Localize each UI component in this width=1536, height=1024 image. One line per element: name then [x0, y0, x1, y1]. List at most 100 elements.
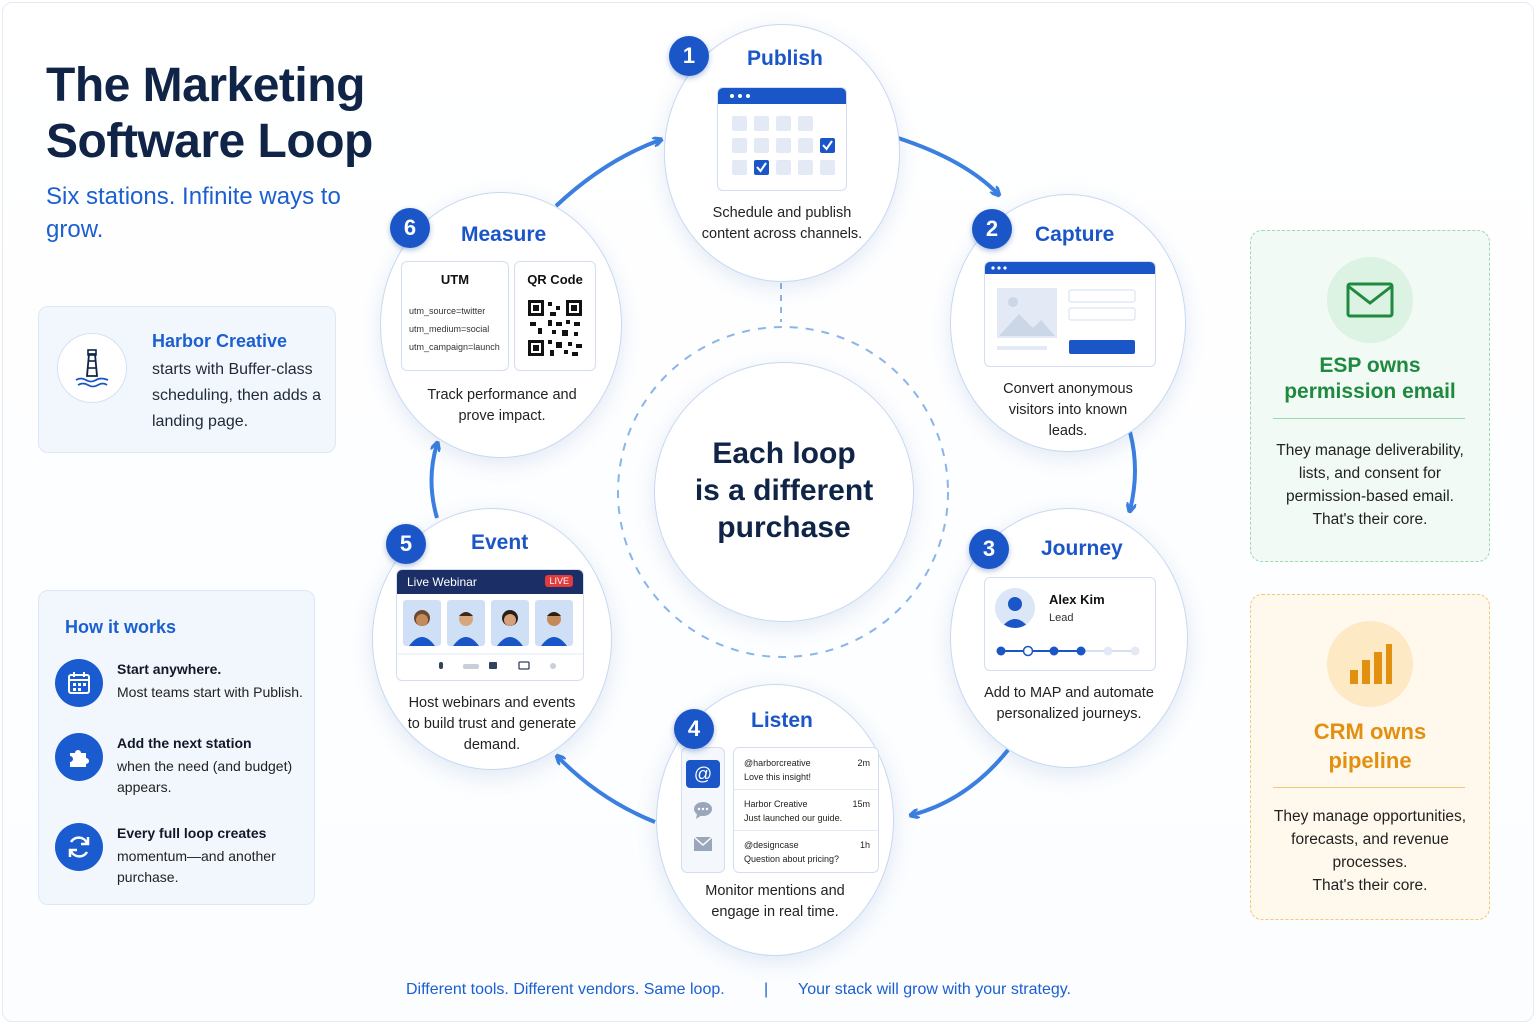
badge-4: 4 [674, 709, 714, 749]
arrow-listen-event [558, 757, 656, 824]
utm-lines: utm_source=twitter utm_medium=social utm… [409, 302, 500, 356]
publish-desc: Schedule and publish content across chan… [701, 205, 863, 242]
crm-title-line-2: pipeline [1328, 748, 1412, 773]
qr-code-icon [528, 300, 582, 356]
center-line-3: purchase [717, 511, 851, 544]
mention-handle: @harborcreative [744, 758, 811, 768]
page-title: The Marketing Software Loop [46, 59, 373, 168]
crm-body-line: They manage opportunities, [1273, 808, 1467, 825]
mention-handle: @designcase [744, 840, 799, 850]
esp-body-line: They manage deliverability, [1276, 442, 1464, 459]
puzzle-icon [55, 733, 103, 781]
bar-chart-icon [1327, 621, 1413, 707]
mail-icon[interactable] [693, 836, 713, 856]
calendar-icon [55, 659, 103, 707]
esp-body-line: That's their core. [1312, 511, 1428, 528]
crm-title: CRM owns pipeline [1251, 717, 1489, 775]
page-subtitle: Six stations. Infinite ways to grow. [46, 183, 341, 243]
arrow-event-measure [429, 444, 438, 519]
listen-desc: Monitor mentions and engage in real time… [705, 883, 845, 920]
utm-title: UTM [440, 272, 470, 287]
webinar-label: Live Webinar [407, 575, 477, 589]
footer-separator: | [764, 981, 769, 998]
crm-card: CRM owns pipeline They manage opportunit… [1250, 594, 1490, 920]
mentions-feed: @harborcreative 2m Love this insight! Har… [733, 747, 879, 873]
crm-body: They manage opportunities, forecasts, an… [1251, 805, 1489, 897]
harbor-name: Harbor Creative [152, 331, 288, 351]
webinar-window: Live Webinar LIVE [396, 569, 584, 681]
measure-title: Measure [461, 223, 547, 246]
qr-card: QR Code [514, 261, 596, 371]
esp-card: ESP owns permission email They manage de… [1250, 230, 1490, 562]
journey-progress [996, 645, 1140, 657]
publish-title: Publish [747, 47, 823, 70]
live-badge: LIVE [545, 575, 573, 587]
step-text: Most teams start with Publish. [117, 684, 303, 700]
badge-6: 6 [390, 208, 430, 248]
channel-sidebar: @ [681, 747, 725, 873]
center-line-2: is a different [694, 474, 874, 507]
step-title: Add the next station [117, 735, 252, 751]
contact-name: Alex Kim [1049, 592, 1105, 607]
center-circle: Each loop is a different purchase [654, 362, 914, 622]
arrow-journey-listen [912, 748, 1010, 815]
footer-right: Your stack will grow with your strategy. [798, 981, 1071, 998]
badge-5: 5 [386, 524, 426, 564]
utm-card: UTM utm_source=twitter utm_medium=social… [401, 261, 509, 371]
utm-medium: utm_medium=social [409, 324, 490, 334]
harbor-description: starts with Buffer-class scheduling, the… [152, 361, 322, 430]
how-it-works-heading: How it works [65, 617, 177, 637]
station-event[interactable]: Event Live Webinar LIVE Host webinars an… [372, 508, 612, 770]
step-text: when the need (and budget) appears. [117, 758, 293, 795]
step-text: momentum—and another purchase. [117, 848, 276, 885]
esp-title-line-2: permission email [1284, 380, 1456, 403]
mention-text: Just launched our guide. [744, 813, 843, 823]
landing-page-illustration [984, 261, 1156, 367]
crm-body-line: forecasts, and revenue [1291, 831, 1449, 848]
crm-body-line: processes. [1332, 854, 1408, 871]
utm-source: utm_source=twitter [409, 306, 486, 316]
mention-text: Love this insight! [744, 772, 812, 782]
harbor-creative-card: Harbor Creative starts with Buffer-class… [38, 306, 336, 453]
dashed-loop-ring [617, 326, 949, 658]
attendee-tiles [397, 600, 583, 670]
step-title: Every full loop creates [117, 825, 267, 841]
mention-item[interactable]: @harborcreative 2m Love this insight! [744, 756, 870, 784]
station-capture[interactable]: Capture Convert anonymous visitors into … [950, 194, 1186, 452]
journey-desc: Add to MAP and automate personalized jou… [984, 685, 1154, 722]
mention-time: 2m [857, 758, 870, 768]
envelope-icon [1327, 257, 1413, 343]
center-line-1: Each loop [712, 437, 856, 470]
event-desc: Host webinars and events to build trust … [407, 695, 577, 753]
badge-1: 1 [669, 36, 709, 76]
chat-icon[interactable] [693, 800, 713, 820]
webinar-header: Live Webinar LIVE [397, 570, 583, 594]
calendar-illustration [717, 87, 847, 191]
journey-title: Journey [1041, 537, 1123, 560]
mention-time: 1h [859, 840, 870, 850]
esp-body-line: lists, and consent for [1298, 465, 1442, 482]
esp-title-line-1: ESP owns [1319, 354, 1421, 377]
at-icon[interactable]: @ [686, 760, 720, 788]
badge-2: 2 [972, 209, 1012, 249]
capture-desc: Convert anonymous visitors into known le… [1003, 381, 1133, 439]
mention-handle: Harbor Creative [744, 799, 808, 809]
footer-left: Different tools. Different vendors. Same… [406, 981, 725, 998]
qr-title: QR Code [527, 272, 583, 287]
crm-body-line: That's their core. [1312, 877, 1428, 894]
arrow-publish-capture [897, 136, 998, 194]
lighthouse-icon [57, 333, 127, 403]
refresh-icon [55, 823, 103, 871]
capture-title: Capture [1035, 223, 1115, 246]
station-publish[interactable]: Publish Schedule and publish content acr… [664, 24, 900, 282]
crm-title-line-1: CRM owns [1313, 719, 1427, 744]
contact-role: Lead [1049, 612, 1074, 624]
badge-3: 3 [969, 529, 1009, 569]
arrow-capture-journey [1130, 431, 1137, 510]
step-title: Start anywhere. [117, 661, 222, 677]
arrow-measure-publish [554, 140, 660, 208]
